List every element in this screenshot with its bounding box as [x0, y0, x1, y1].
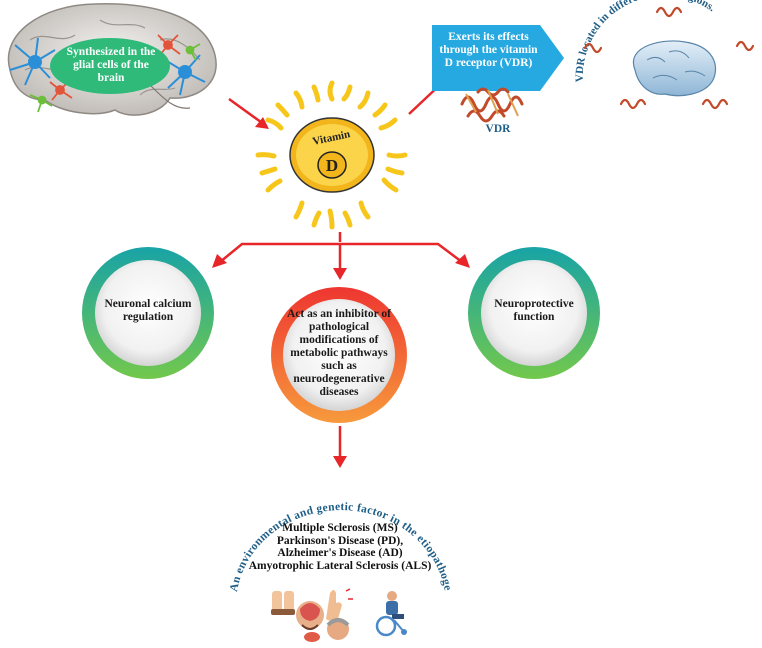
disease-item: Parkinson's Disease (PD), — [276, 534, 404, 547]
disease-item: Multiple Sclerosis (MS) — [282, 522, 398, 534]
brain-red-icon — [304, 632, 320, 642]
brain-illustration — [7, 3, 217, 116]
vitamin-d-sun-icon: Vitamin D — [255, 80, 408, 230]
circle-calcium — [82, 247, 214, 379]
wheelchair-icon — [375, 591, 407, 637]
circle-inhibitor — [271, 287, 407, 423]
ms-legs-icon — [271, 591, 295, 615]
disease-list: Multiple Sclerosis (MS) Parkinson's Dise… — [230, 522, 450, 572]
astrocyte-cell-left — [9, 37, 56, 86]
circle-neuroprotective — [468, 247, 600, 379]
elderly-face-icon — [326, 618, 350, 640]
vdr-banner-text: Exerts its effects through the vitamin D… — [439, 31, 538, 69]
symptom-illustrations — [271, 588, 353, 642]
vdr-banner — [432, 25, 564, 91]
brain-regions-illustration: VDR located in different brain regions. — [574, 0, 755, 110]
circle-inhibitor-label: Act as an inhibitor of pathological modi… — [287, 307, 391, 398]
etiology-arc: An environmental and genetic factor in t… — [215, 470, 453, 593]
vdr-molecule-icon — [460, 87, 524, 123]
glial-cell-green — [29, 43, 201, 113]
arrow-to-etiology — [333, 426, 347, 468]
circle-calcium-label: Neuronal calcium regulation — [104, 298, 192, 323]
vdr-molecule-label: VDR — [485, 123, 511, 135]
synthesis-bubble — [50, 38, 170, 94]
arrow-brain-to-vitamin — [228, 97, 269, 129]
hand-tremor-icon — [326, 588, 353, 621]
branch-arrows — [212, 232, 470, 280]
alzheimer-head-icon — [296, 601, 324, 630]
vdr-mini-molecules — [583, 6, 755, 110]
astrocyte-cell-right — [164, 54, 206, 96]
glial-cell-red — [49, 34, 181, 101]
circle-neuroprotective-label: Neuroprotective function — [494, 298, 574, 323]
disease-item: Alzheimer's Disease (AD) — [277, 547, 403, 559]
vitamin-pill-letter: D — [326, 156, 338, 175]
synthesis-bubble-text: Synthesized in the glial cells of the br… — [66, 46, 156, 84]
disease-item: Amyotrophic Lateral Sclerosis (ALS) — [248, 559, 432, 572]
